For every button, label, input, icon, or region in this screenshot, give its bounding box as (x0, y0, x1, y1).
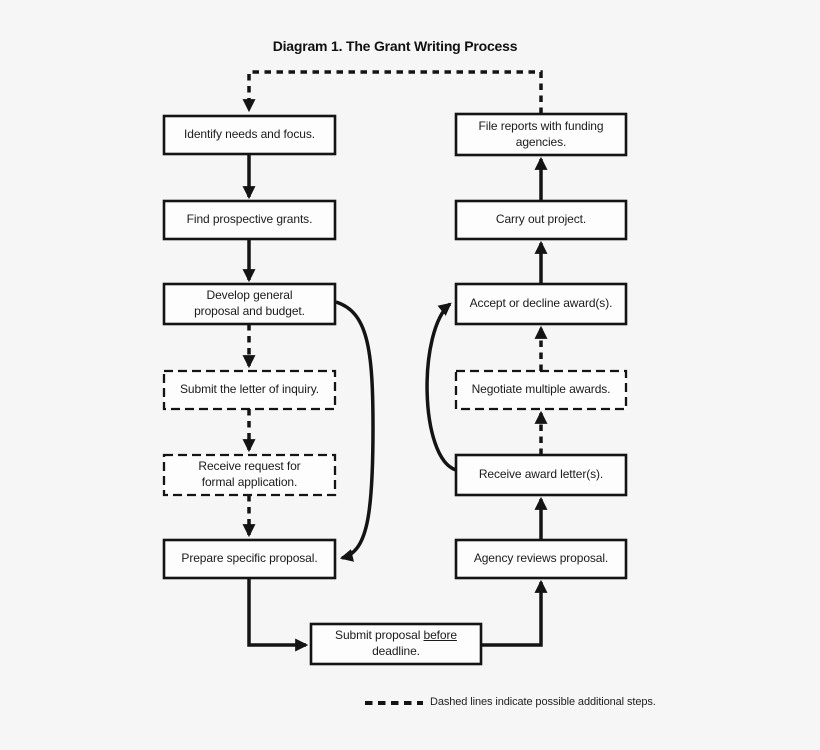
box-carry (454, 199, 628, 241)
node-negotiate-awards: Negotiate multiple awards. (471, 382, 611, 397)
node-line: deadline. (372, 644, 420, 658)
node-text-underlined: before (423, 628, 458, 643)
box-identify (162, 114, 337, 156)
node-line: Submit proposal before (335, 628, 457, 644)
box-submit-proposal (309, 622, 483, 666)
box-find (162, 199, 337, 241)
node-text: Submit proposal (335, 628, 424, 643)
node-receive-request: Receive request for formal application. (164, 455, 335, 495)
edge-receive-accept-bypass-curve (425, 302, 457, 472)
node-receive-award: Receive award letter(s). (478, 467, 604, 482)
node-line: File reports with funding (478, 118, 604, 133)
box-negotiate (454, 369, 628, 411)
node-develop-proposal: Develop general proposal and budget. (164, 284, 335, 324)
box-inquiry (162, 369, 337, 411)
box-receive-award (454, 453, 628, 497)
node-find-grants: Find prospective grants. (186, 212, 313, 227)
node-line: formal application. (201, 475, 298, 489)
node-submit-inquiry: Submit the letter of inquiry. (180, 382, 319, 397)
edge-submit-agency (481, 579, 548, 647)
node-agency-reviews: Agency reviews proposal. (473, 551, 609, 566)
box-request (162, 453, 337, 497)
node-line: Receive request for (198, 459, 301, 474)
node-submit-proposal: Submit proposal before deadline. (311, 624, 481, 664)
box-develop (162, 282, 337, 326)
node-file-reports: File reports with funding agencies. (456, 114, 626, 155)
box-file-reports (454, 112, 628, 157)
edge-prepare-submit (247, 578, 309, 652)
legend-text: Dashed lines indicate possible additiona… (430, 696, 656, 708)
node-identify-needs: Identify needs and focus. (184, 127, 315, 142)
node-carry-out: Carry out project. (495, 212, 587, 227)
node-line: agencies. (515, 134, 567, 149)
node-line: proposal and budget. (194, 304, 305, 318)
node-line: Develop general (206, 288, 293, 303)
edge-develop-prepare-bypass-curve (335, 300, 375, 562)
box-agency (454, 538, 628, 580)
node-accept-decline: Accept or decline award(s). (469, 296, 613, 311)
edge-filereports-identify-feedback (242, 70, 543, 114)
box-accept (454, 282, 628, 326)
diagram-title: Diagram 1. The Grant Writing Process (272, 38, 518, 54)
node-prepare-proposal: Prepare specific proposal. (181, 551, 318, 566)
box-prepare (162, 538, 337, 580)
